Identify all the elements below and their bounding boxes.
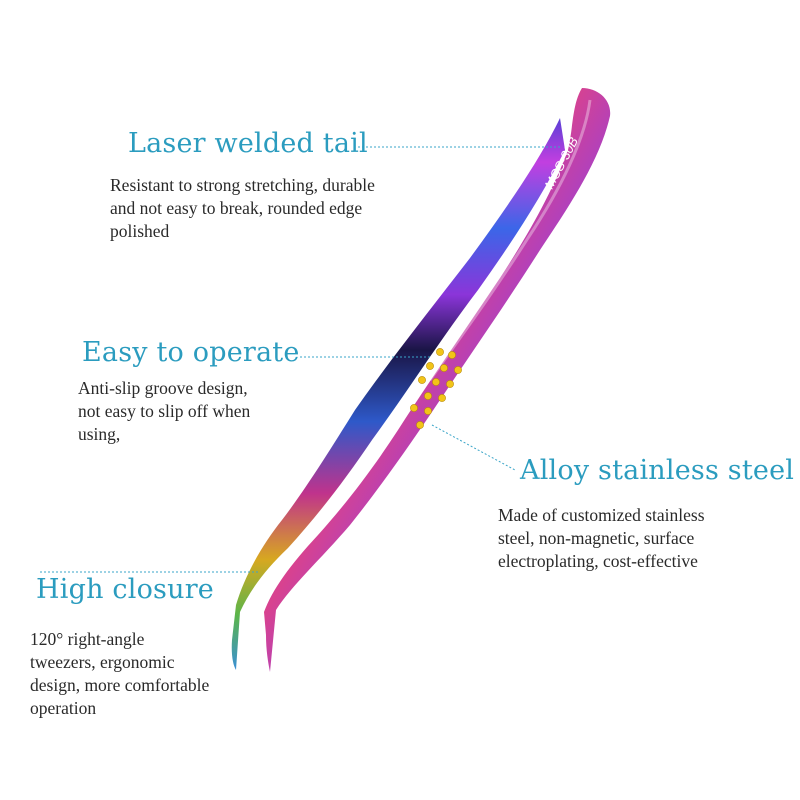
desc-line: operation — [30, 698, 97, 718]
feature-title-easy-to-operate: Easy to operate — [82, 337, 300, 368]
feature-title-alloy-stainless-steel: Alloy stainless steel — [520, 455, 795, 486]
feature-desc-easy-to-operate: Anti-slip groove design, not easy to sli… — [78, 377, 250, 446]
desc-line: design, more comfortable — [30, 675, 210, 695]
tweezer-left-arm — [231, 118, 565, 670]
feature-desc-alloy-stainless-steel: Made of customized stainless steel, non-… — [498, 504, 705, 573]
desc-line: electroplating, cost-effective — [498, 551, 698, 571]
feature-title-high-closure: High closure — [36, 574, 214, 605]
desc-line: tweezers, ergonomic — [30, 652, 175, 672]
desc-line: using, — [78, 424, 121, 444]
feature-desc-laser-welded-tail: Resistant to strong stretching, durable … — [110, 174, 375, 243]
desc-line: polished — [110, 221, 170, 241]
desc-line: Resistant to strong stretching, durable — [110, 175, 375, 195]
desc-line: Made of customized stainless — [498, 505, 705, 525]
leader-lines — [40, 146, 562, 573]
desc-line: 120° right-angle — [30, 629, 145, 649]
feature-title-laser-welded-tail: Laser welded tail — [128, 128, 368, 159]
desc-line: Anti-slip groove design, — [78, 378, 248, 398]
anti-slip-dots — [410, 348, 462, 429]
desc-line: steel, non-magnetic, surface — [498, 528, 695, 548]
feature-desc-high-closure: 120° right-angle tweezers, ergonomic des… — [30, 628, 209, 720]
desc-line: not easy to slip off when — [78, 401, 251, 421]
leader-line-alloy — [431, 424, 516, 471]
tweezer-sheen — [428, 99, 592, 381]
desc-line: and not easy to break, rounded edge — [110, 198, 363, 218]
